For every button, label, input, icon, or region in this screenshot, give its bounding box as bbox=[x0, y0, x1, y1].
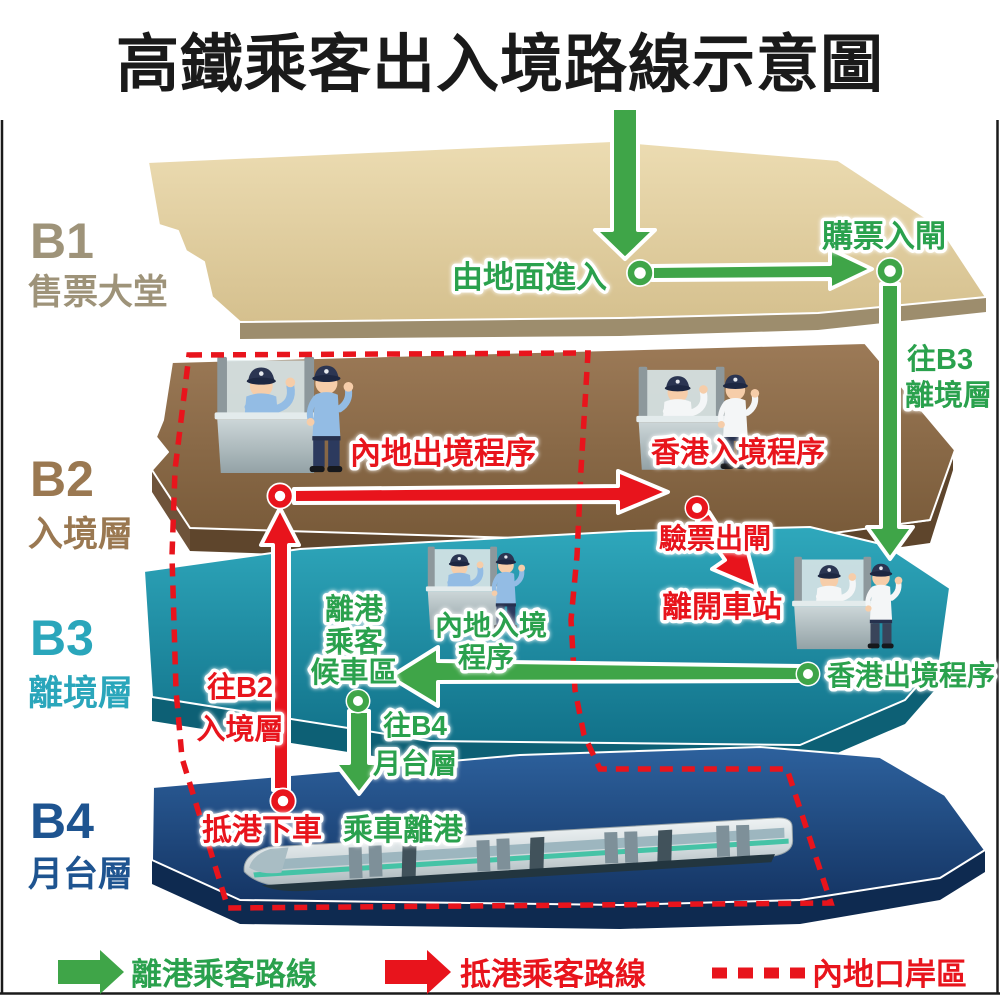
label-waiting-line3: 候車區 bbox=[310, 656, 397, 689]
level-b1-code: B1 bbox=[30, 213, 94, 269]
legend: 離港乘客路線 抵港乘客路線 內地口岸區 bbox=[58, 950, 967, 994]
label-mainland-entry-line2: 程序 bbox=[458, 641, 514, 673]
hk-exit-officer-booth-icon bbox=[792, 557, 902, 649]
label-to-b2-line2: 入境層 bbox=[196, 713, 283, 746]
legend-port-area-label: 內地口岸區 bbox=[812, 957, 967, 992]
arrow-down-to-b3 bbox=[865, 282, 915, 561]
node-hk-exit bbox=[795, 661, 821, 687]
page-title: 高鐵乘客出入境路線示意圖 bbox=[116, 30, 884, 100]
label-waiting-line2: 乘客 bbox=[325, 625, 384, 659]
level-b4-name: 月台層 bbox=[28, 855, 133, 894]
arrow-leave-station bbox=[695, 510, 759, 590]
label-mainland-entry-line1: 內地入境 bbox=[435, 610, 547, 641]
node-mainland-exit bbox=[266, 482, 294, 510]
legend-arrival-label: 抵港乘客路線 bbox=[460, 957, 646, 992]
level-labels: B1 售票大堂 B2 入境層 B3 離境層 B4 月台層 bbox=[28, 213, 168, 894]
label-hk-entry: 香港入境程序 bbox=[651, 435, 825, 469]
arrow-down-from-surface bbox=[593, 106, 657, 261]
label-to-b2-line1: 往B2 bbox=[207, 670, 273, 704]
legend-red-arrow-icon bbox=[385, 950, 451, 994]
label-to-b4-line2: 月台層 bbox=[372, 747, 457, 779]
node-enter-ground bbox=[626, 259, 654, 287]
label-alight: 抵港下車 bbox=[202, 814, 322, 847]
label-to-b3-line1: 往B3 bbox=[907, 342, 973, 376]
mainland-port-area-dashed-boundary bbox=[169, 350, 835, 911]
label-ticket-check-exit: 驗票出閘 bbox=[659, 522, 771, 554]
node-ticket-gate bbox=[876, 257, 904, 285]
route-labels: 由地面進入 購票入閘 往B3 離境層 內地出境程序 香港入境程序 驗票出閘 離開… bbox=[193, 216, 999, 851]
legend-green-arrow-icon bbox=[58, 950, 124, 994]
arrow-to-waiting-area bbox=[388, 645, 802, 708]
node-ticket-check bbox=[684, 495, 710, 521]
level-b2-name: 入境層 bbox=[28, 515, 133, 554]
label-board-train: 乘車離港 bbox=[343, 813, 464, 847]
level-b1-name: 售票大堂 bbox=[28, 273, 168, 312]
node-waiting-area bbox=[345, 688, 371, 714]
level-b3-name: 離境層 bbox=[28, 674, 133, 713]
level-b4-code: B4 bbox=[30, 793, 94, 849]
node-alight bbox=[269, 787, 297, 815]
label-to-b4-line1: 往B4 bbox=[383, 709, 447, 741]
arrow-down-to-b4 bbox=[333, 709, 385, 796]
arrow-to-ticket-gate bbox=[650, 247, 874, 291]
b2-left-face bbox=[152, 470, 190, 551]
arrival-route-arrows bbox=[259, 469, 759, 792]
level-b3-code: B3 bbox=[30, 610, 94, 666]
mainland-exit-officer-booth-icon bbox=[215, 357, 354, 473]
label-enter-ground: 由地面進入 bbox=[452, 260, 607, 295]
arrow-up-to-b2 bbox=[259, 506, 301, 792]
label-hk-exit: 香港出境程序 bbox=[827, 659, 995, 691]
arrow-to-hk-entry bbox=[292, 469, 670, 515]
departure-route-arrows bbox=[333, 106, 915, 796]
label-mainland-exit: 內地出境程序 bbox=[350, 436, 536, 471]
legend-departure-label: 離港乘客路線 bbox=[131, 957, 317, 992]
label-to-b3-line2: 離境層 bbox=[905, 379, 992, 412]
level-b2-code: B2 bbox=[30, 451, 94, 507]
page-frame bbox=[0, 120, 1000, 995]
label-waiting-line1: 離港 bbox=[325, 593, 384, 626]
b2-front-face bbox=[190, 452, 953, 569]
label-buy-ticket-gate: 購票入閘 bbox=[822, 219, 946, 254]
b1-front-face bbox=[240, 297, 986, 339]
route-nodes bbox=[266, 257, 904, 815]
label-leave-station: 離開車站 bbox=[662, 590, 782, 624]
